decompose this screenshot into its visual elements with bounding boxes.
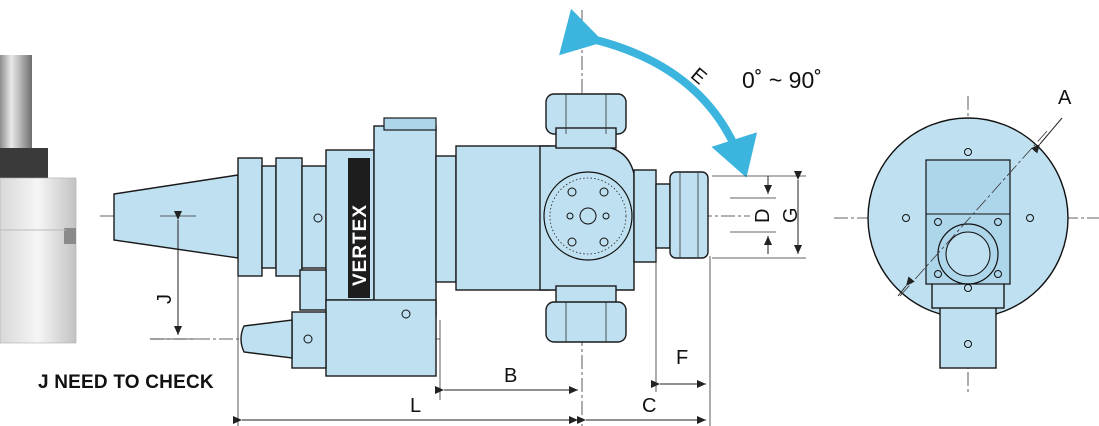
dim-label-J: J bbox=[154, 294, 176, 304]
dim-label-L: L bbox=[410, 395, 421, 417]
dim-label-C: C bbox=[642, 395, 656, 417]
main-housing: VERTEX bbox=[325, 117, 551, 317]
dim-label-A: A bbox=[1058, 87, 1072, 109]
stop-block bbox=[240, 269, 437, 377]
check-note: J NEED TO CHECK bbox=[38, 372, 214, 393]
end-view bbox=[834, 96, 1099, 392]
product-photo bbox=[0, 55, 77, 344]
dim-label-G: G bbox=[780, 207, 802, 223]
dim-label-D: D bbox=[752, 209, 774, 223]
dim-label-B: B bbox=[504, 365, 517, 387]
taper-shank bbox=[113, 157, 327, 277]
brand-logo: VERTEX bbox=[350, 204, 371, 286]
output-collet-nut bbox=[655, 171, 709, 259]
bottom-collet-nut bbox=[545, 285, 627, 343]
angle-head bbox=[539, 145, 657, 291]
top-collet-nut bbox=[545, 93, 627, 149]
dim-label-F: F bbox=[676, 347, 688, 369]
angle-range-label: 0˚ ~ 90˚ bbox=[742, 67, 822, 93]
rotation-arrow bbox=[559, 8, 758, 178]
